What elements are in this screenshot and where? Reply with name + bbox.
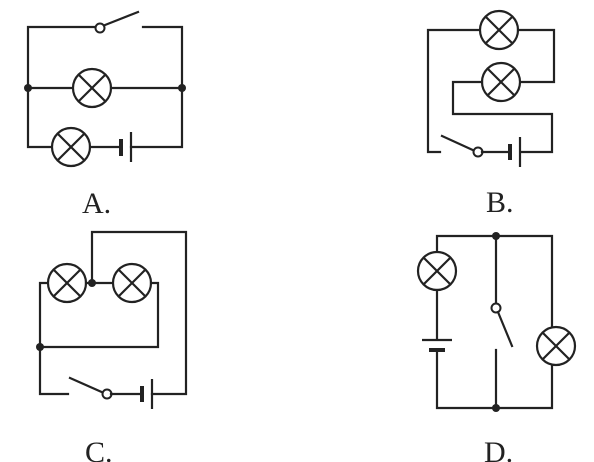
wire	[90, 230, 188, 396]
lamp-symbol	[535, 325, 577, 367]
wire	[26, 25, 98, 90]
battery-symbol	[140, 379, 154, 409]
lamp-symbol	[46, 262, 88, 304]
option-label-a: A.	[82, 187, 111, 220]
switch-symbol	[440, 134, 484, 158]
wire	[435, 234, 554, 329]
wire	[426, 28, 482, 154]
option-label-b: B.	[486, 186, 514, 219]
circuit-a	[24, 10, 186, 168]
lamp-symbol	[50, 126, 92, 168]
wire	[451, 80, 554, 154]
junction-node	[88, 279, 96, 287]
battery-symbol	[119, 132, 133, 162]
option-label-c: C.	[85, 436, 113, 462]
circuit-b	[426, 9, 556, 167]
switch-symbol	[490, 302, 514, 348]
wire	[435, 348, 554, 410]
junction-node	[492, 404, 500, 412]
switch-symbol	[68, 376, 113, 400]
lamp-symbol	[416, 250, 458, 292]
wire	[26, 86, 54, 149]
junction-node	[492, 232, 500, 240]
wire	[38, 281, 160, 349]
wire	[38, 281, 70, 396]
option-label-d: D.	[484, 436, 513, 462]
circuit-d	[416, 232, 577, 412]
lamp-symbol	[480, 61, 522, 103]
lamp-symbol	[478, 9, 520, 51]
junction-node	[36, 343, 44, 351]
switch-symbol	[94, 10, 140, 34]
lamp-symbol	[71, 67, 113, 109]
circuit-c	[36, 230, 188, 409]
lamp-symbol	[111, 262, 153, 304]
wire	[141, 25, 184, 90]
wire	[129, 86, 184, 149]
wire	[516, 28, 556, 84]
battery-symbol	[422, 338, 452, 352]
battery-symbol	[508, 137, 522, 167]
